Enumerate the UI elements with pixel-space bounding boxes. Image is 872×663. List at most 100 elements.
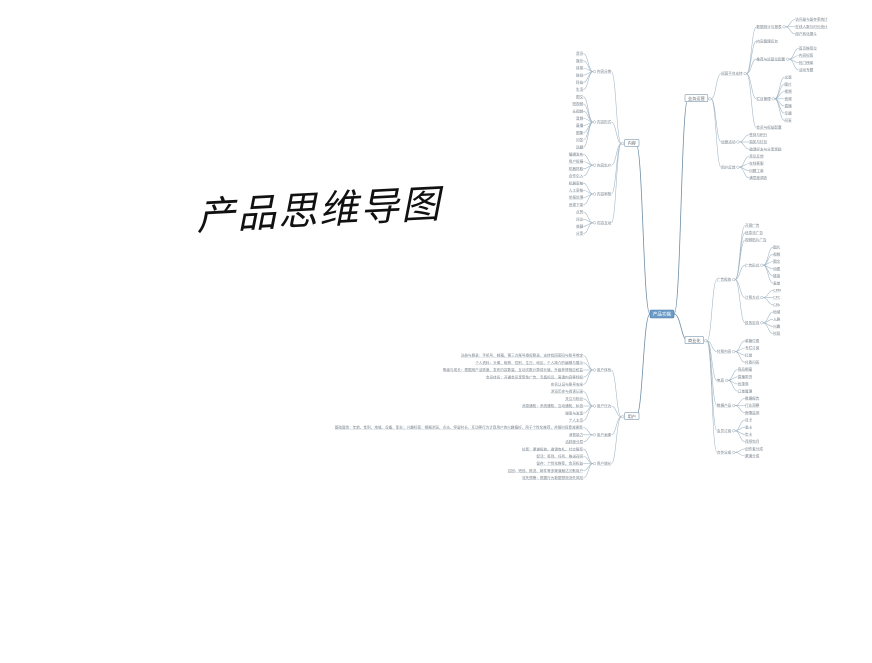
mindmap-node-label[interactable]: 打赏 (745, 352, 753, 357)
mindmap-node-label[interactable]: 图文 (576, 94, 584, 99)
mindmap-node-label[interactable]: 编辑发布 (569, 152, 584, 157)
collapse-toggle-icon[interactable] (592, 462, 597, 466)
mindmap-node-label[interactable]: 用户反馈 (721, 164, 736, 169)
mindmap-node-label[interactable]: CPM (773, 289, 781, 293)
mindmap-node-label[interactable]: 直播 (576, 123, 584, 128)
mindmap-node-label[interactable]: 关注与粉丝 (565, 396, 583, 401)
mindmap-node-label[interactable]: 视频贴片广告 (745, 237, 767, 242)
mindmap-node-label[interactable]: 人群 (773, 316, 781, 321)
mindmap-node-label[interactable]: 签到与积分 (749, 132, 767, 137)
mindmap-node-label[interactable]: 收藏 (576, 224, 584, 229)
mindmap-node-label[interactable]: 图文 (773, 259, 781, 264)
mindmap-node-label[interactable]: 人工审核 (569, 188, 584, 193)
mindmap-node-label[interactable]: 活动专题 (799, 67, 814, 72)
mindmap-node-label[interactable]: 年卡 (745, 432, 753, 437)
mindmap-node-label[interactable]: 评论 (576, 216, 584, 221)
mindmap-node-label[interactable]: 财经 (576, 72, 584, 77)
mindmap-node-label[interactable]: 信息流广告 (745, 230, 763, 235)
mindmap-node-label[interactable]: 用户画像 (597, 432, 612, 437)
mindmap-node-label[interactable]: 付费问答 (745, 360, 760, 365)
mindmap-node-label[interactable]: 在线客服 (749, 161, 764, 166)
mindmap-node-label[interactable]: 个人主页 (569, 418, 584, 423)
mindmap-node-label[interactable]: 资讯 (576, 51, 584, 56)
root-node-label[interactable]: 产品功能 (653, 311, 672, 318)
mindmap-node-label[interactable]: 抽奖与红包 (749, 139, 767, 144)
main-branch-label[interactable]: 商业化 (688, 337, 701, 344)
mindmap-node-label[interactable]: 分享 (576, 231, 584, 236)
mindmap-node-label[interactable]: 直播带货 (738, 374, 753, 379)
mindmap-node-label[interactable]: 季卡 (745, 424, 753, 429)
mindmap-node-label[interactable]: 话题 (576, 144, 584, 149)
root-node-box[interactable] (649, 309, 675, 319)
mindmap-node-label[interactable]: 电商 (717, 378, 725, 383)
mindmap-node-label[interactable]: 访问量与留存率统计 (795, 17, 828, 22)
collapse-toggle-icon[interactable] (760, 263, 764, 267)
collapse-toggle-icon[interactable] (771, 97, 775, 101)
mindmap-node-label[interactable]: 音频 (785, 96, 793, 101)
mindmap-node-label[interactable]: 意见反馈 (749, 154, 764, 159)
main-branch-box[interactable] (624, 139, 640, 147)
mindmap-node-label[interactable]: 举报处理 (569, 195, 584, 200)
collapse-toggle-icon[interactable] (592, 163, 597, 167)
mindmap-node-label[interactable]: 内容审核 (597, 191, 612, 196)
mindmap-node-label[interactable]: 合作分成 (717, 450, 732, 455)
collapse-toggle-icon[interactable] (621, 415, 625, 419)
mindmap-node-label[interactable]: 问答 (785, 118, 793, 123)
mindmap-node-label[interactable]: 图集 (576, 130, 584, 135)
mindmap-node-label[interactable]: 用户投稿 (569, 159, 584, 164)
mindmap-node-label[interactable]: 投放定向 (745, 320, 760, 325)
collapse-toggle-icon[interactable] (732, 278, 736, 282)
mindmap-node-label[interactable]: 违规下架 (569, 202, 584, 207)
mindmap-node-label[interactable]: 热门榜单 (799, 60, 814, 65)
mindmap-node-label[interactable]: 订单管理 (738, 388, 753, 393)
mindmap-node-label[interactable]: 优惠券 (738, 381, 749, 386)
collapse-toggle-icon[interactable] (732, 450, 736, 454)
mindmap-node-label[interactable]: 科技 (576, 80, 584, 85)
mindmap-node-label[interactable]: 会员体系：开通会员享受免广告、专属标识、高清内容等特权 (486, 374, 583, 379)
main-branch-box[interactable] (684, 94, 709, 102)
mindmap-node-label[interactable]: 问答 (576, 137, 584, 142)
mindmap-node-label[interactable]: 消息通知：系统通知、互动通知、私信 (522, 403, 583, 408)
mindmap-node-label[interactable]: 流失预警：根据行为数据预测流失风险 (522, 475, 583, 480)
collapse-toggle-icon[interactable] (724, 378, 729, 382)
mindmap-node-label[interactable]: 机器审核 (569, 180, 584, 185)
collapse-toggle-icon[interactable] (732, 350, 736, 354)
main-branch-label[interactable]: 内容 (628, 140, 636, 147)
collapse-toggle-icon[interactable] (592, 404, 597, 408)
mindmap-node-label[interactable]: 点赞 (576, 209, 584, 214)
mindmap-node-label[interactable]: 广告形式 (745, 262, 760, 267)
mindmap-node-label[interactable]: 数据产品 (717, 403, 732, 408)
mindmap-node-label[interactable]: 召回：短信、推送、邮件等多渠道触达沉默用户 (508, 468, 584, 473)
mindmap-node-label[interactable]: 用户行为 (597, 403, 612, 408)
mindmap-node-label[interactable]: 搜索与发现 (565, 410, 583, 415)
mindmap-node-label[interactable]: 音频 (576, 116, 584, 121)
collapse-toggle-icon[interactable] (736, 140, 740, 144)
mindmap-node-label[interactable]: 栏目管理 (756, 96, 771, 101)
mindmap-node-label[interactable]: 促活：签到、任务、推送召回 (536, 454, 583, 459)
mindmap-node-label[interactable]: 创作者分成 (745, 446, 763, 451)
collapse-toggle-icon[interactable] (592, 70, 597, 74)
mindmap-node-label[interactable]: 拉新：渠道投放、邀请有礼、社交裂变 (522, 446, 583, 451)
mindmap-node-label[interactable]: 内容标签 (799, 53, 814, 58)
collapse-toggle-icon[interactable] (732, 404, 736, 408)
mindmap-node-label[interactable]: 用户转化漏斗 (795, 31, 817, 36)
mindmap-node-label[interactable]: 活跃度分层 (565, 439, 583, 444)
mindmap-node-label[interactable]: 用户增长 (597, 461, 612, 466)
collapse-toggle-icon[interactable] (592, 192, 597, 196)
mindmap-node-label[interactable]: 图片 (773, 244, 781, 249)
mindmap-node-label[interactable]: 问题工单 (749, 168, 764, 173)
mindmap-node-label[interactable]: 机器抓取 (569, 166, 584, 171)
mindmap-node-label[interactable]: 数据报告 (745, 396, 760, 401)
mindmap-node-label[interactable]: 链接 (773, 273, 781, 278)
mindmap-node-label[interactable]: 邀请好友与分享奖励 (749, 146, 782, 151)
mindmap-node-label[interactable]: 动图 (773, 266, 781, 271)
mindmap-node-label[interactable]: 视频 (785, 89, 793, 94)
mindmap-node-label[interactable]: 短视频 (572, 101, 583, 106)
mindmap-node-label[interactable]: 运营平台支持 (721, 71, 743, 76)
collapse-toggle-icon[interactable] (732, 429, 736, 433)
mindmap-node-label[interactable]: 内容形式 (597, 119, 612, 124)
collapse-toggle-icon[interactable] (736, 165, 740, 169)
collapse-toggle-icon[interactable] (786, 57, 790, 61)
mindmap-node-label[interactable]: 留存：个性化推荐、会员权益 (536, 461, 583, 466)
mindmap-node-label[interactable]: 行业洞察 (745, 403, 760, 408)
